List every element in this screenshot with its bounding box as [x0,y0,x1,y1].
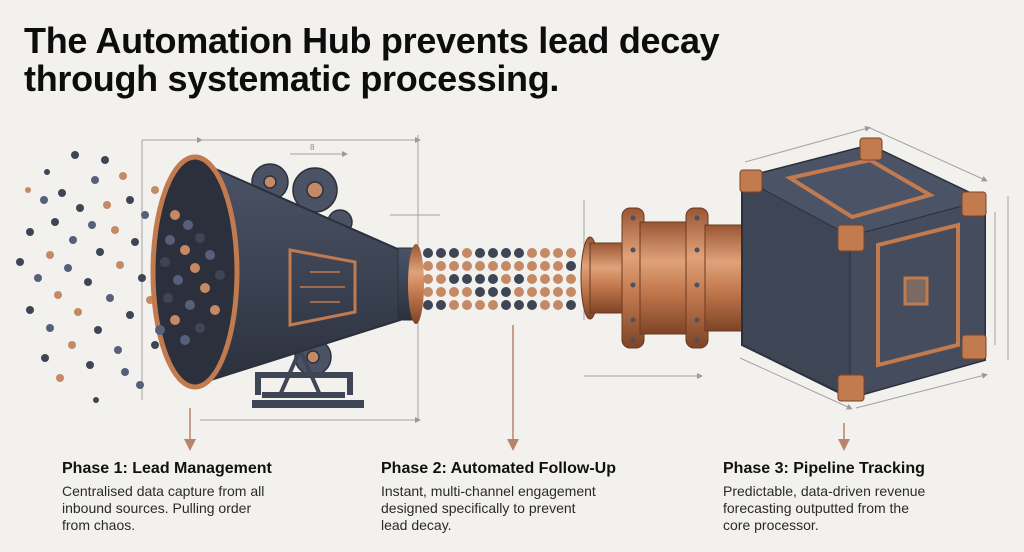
funnel-particles [155,210,225,345]
funnel-icon [150,154,424,408]
lead-stream-dots [423,248,576,310]
phase-3-desc-line: forecasting outputted from the [723,500,909,516]
svg-text:8: 8 [310,143,315,152]
phase-2-title: Phase 2: Automated Follow-Up [381,460,616,477]
phase-3-title: Phase 3: Pipeline Tracking [723,460,925,477]
processor-cube-icon [739,137,987,402]
phase-2-card: Phase 2: Automated Follow-Up Instant, mu… [381,459,681,534]
pipe-icon [580,207,751,349]
phase-2-desc-line: lead decay. [381,517,452,533]
phase-1-desc-line: from chaos. [62,517,136,533]
phase-2-description: Instant, multi-channel engagement design… [381,483,681,534]
dimension-lines [141,125,1009,423]
phase-1-title: Phase 1: Lead Management [62,460,272,477]
phase-3-description: Predictable, data-driven revenue forecas… [723,483,1023,534]
phase-3-desc-line: Predictable, data-driven revenue [723,483,926,499]
phase-2-desc-line: Instant, multi-channel engagement [381,483,596,499]
scattered-lead-particles [16,151,159,403]
phase-3-desc-line: core processor. [723,517,819,533]
phase-1-desc-line: Centralised data capture from all [62,483,265,499]
phase-1-card: Phase 1: Lead Management Centralised dat… [62,459,362,534]
phase-1-description: Centralised data capture from all inboun… [62,483,362,534]
page-title: The Automation Hub prevents lead decay t… [24,22,924,98]
title-line-1: The Automation Hub prevents lead decay [24,20,720,61]
phase-arrows [184,325,850,451]
phase-1-desc-line: inbound sources. Pulling order [62,500,252,516]
phase-3-card: Phase 3: Pipeline Tracking Predictable, … [723,459,1023,534]
phase-2-desc-line: designed specifically to prevent [381,500,576,516]
title-line-2: through systematic processing. [24,58,560,99]
